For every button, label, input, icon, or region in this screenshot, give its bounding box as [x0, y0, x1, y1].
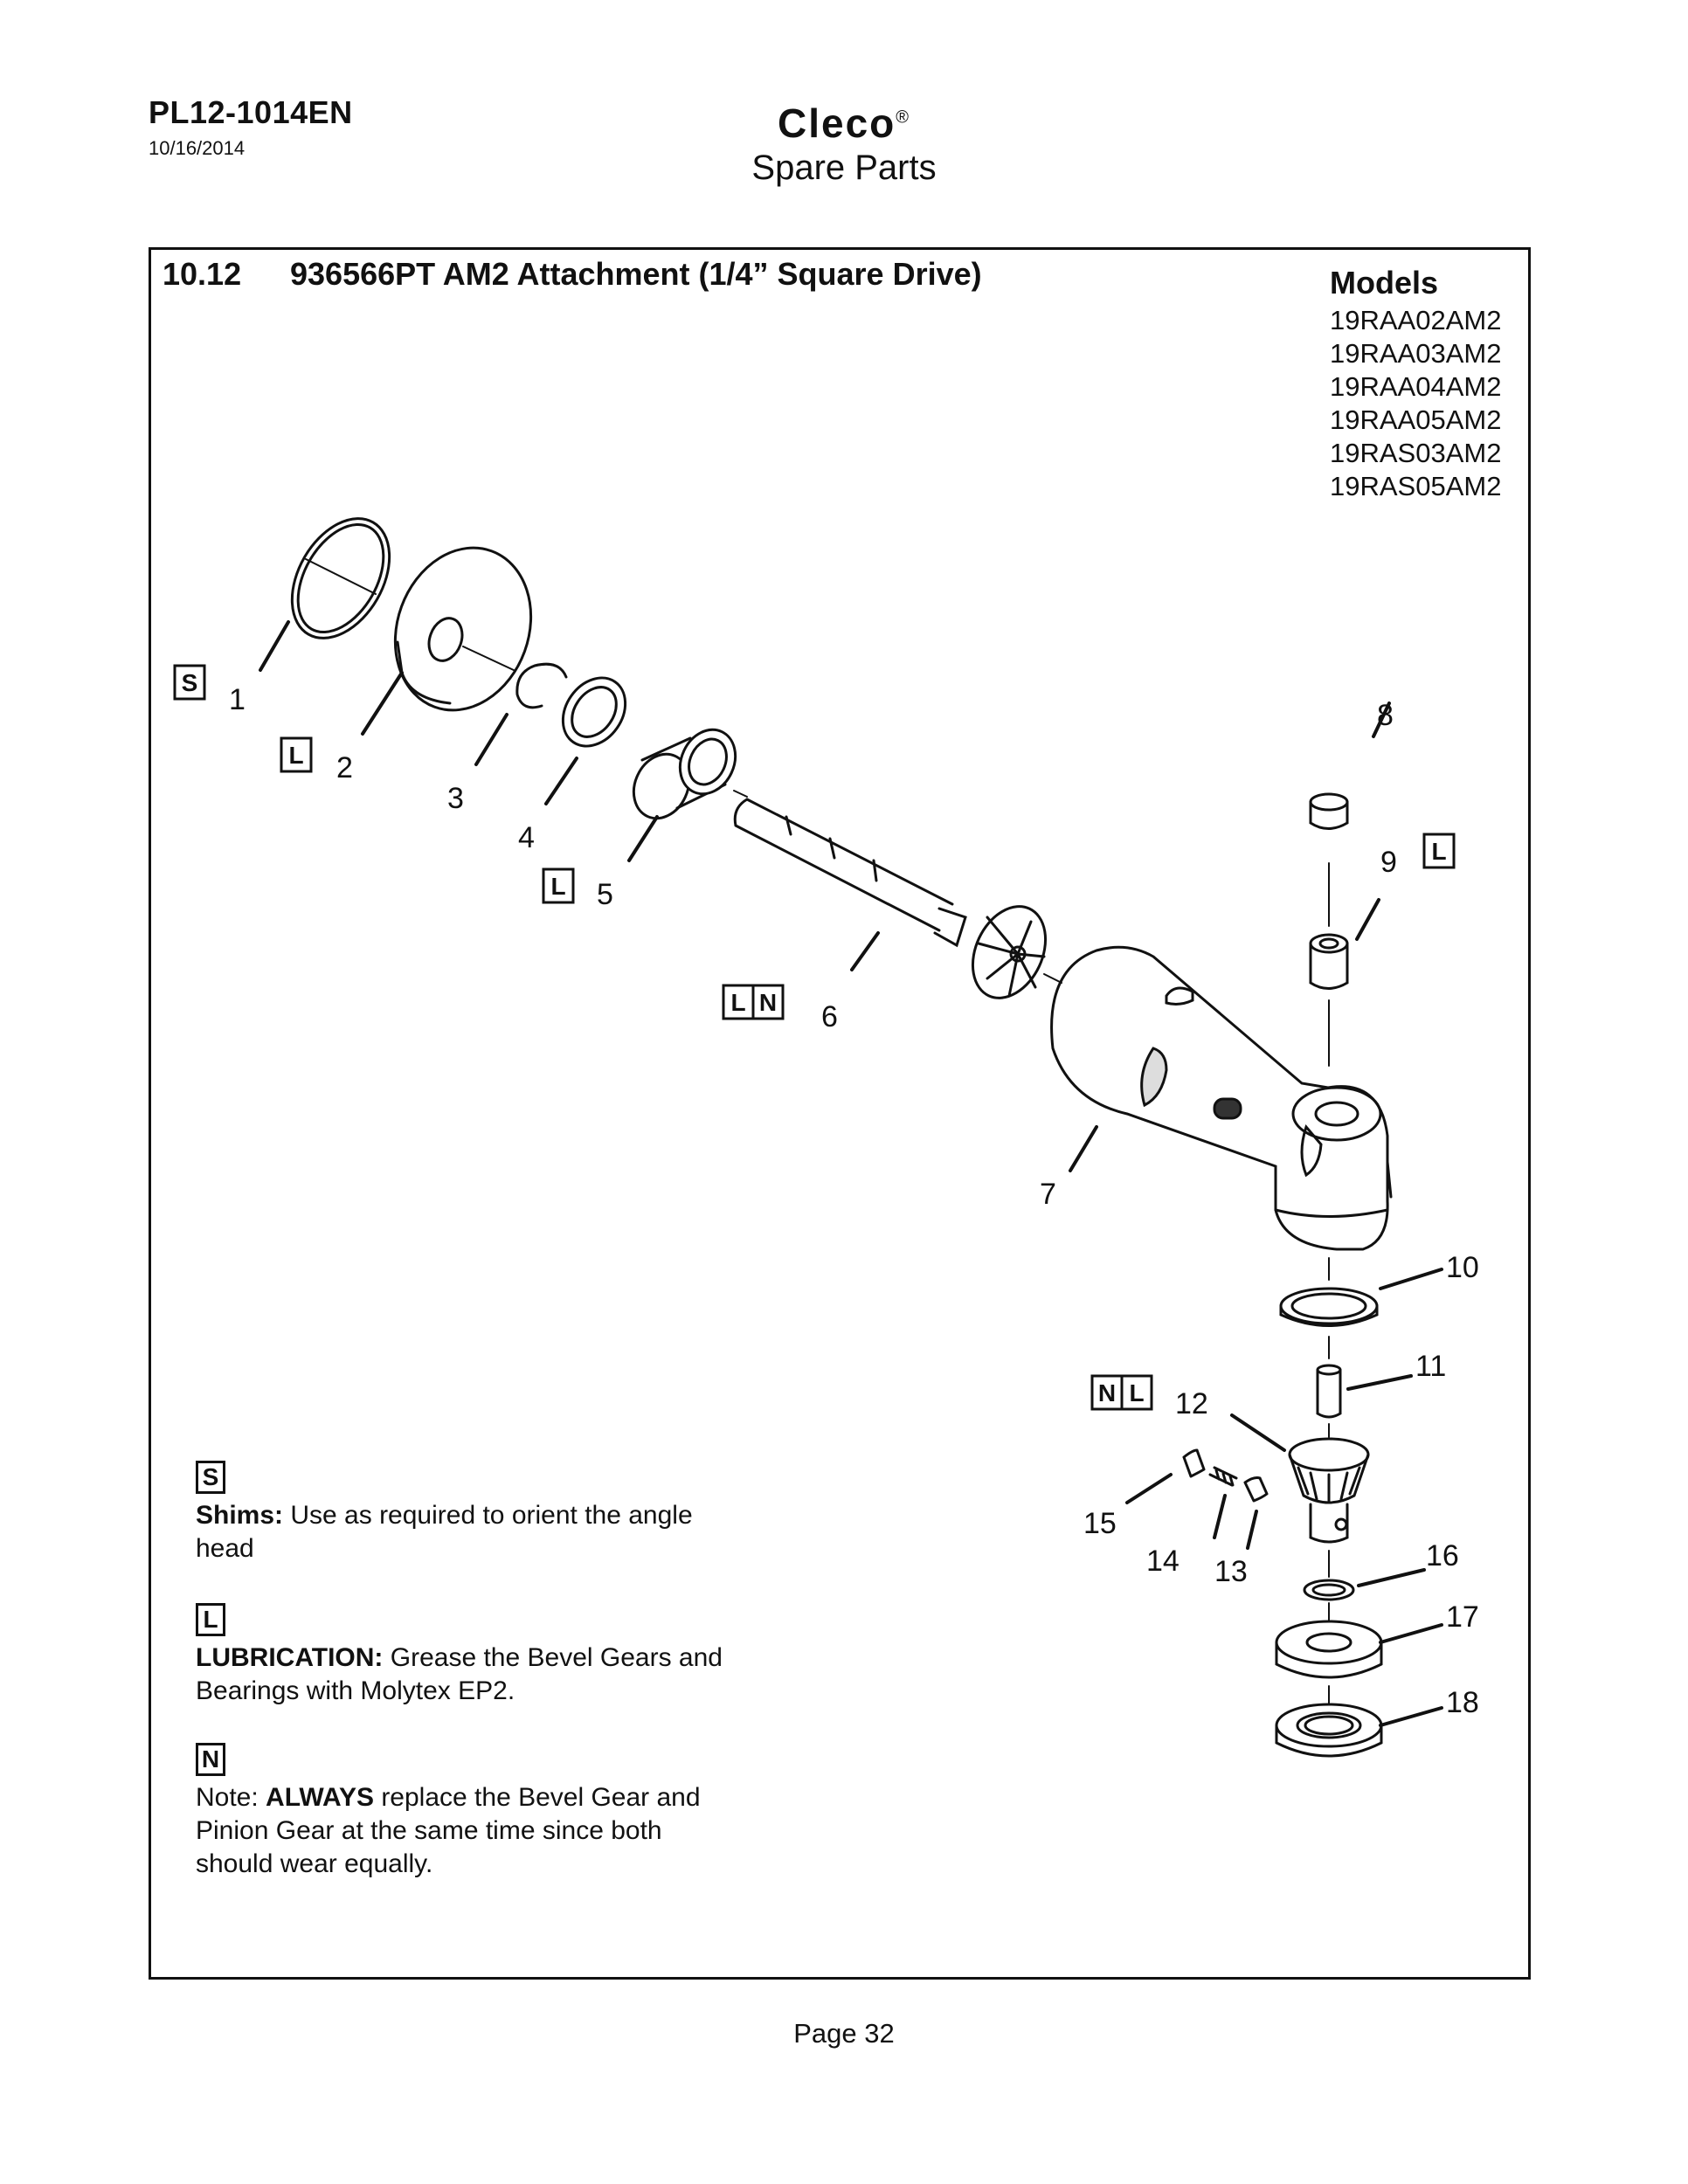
model-item: 19RAA03AM2 — [1330, 338, 1502, 369]
note-lubrication-body: Grease the Bevel Gears and Bearings with… — [196, 1643, 723, 1705]
callout-6: 6 — [821, 1000, 838, 1033]
doc-date: 10/16/2014 — [149, 137, 246, 159]
callout-13: 13 — [1214, 1555, 1248, 1588]
part-spindle-pinion — [733, 798, 1048, 999]
callout-12: 12 — [1175, 1387, 1208, 1420]
part-small-washer — [561, 676, 627, 748]
key-l: L — [196, 1603, 225, 1636]
part-needle-bearing — [632, 728, 737, 820]
callout-3: 3 — [447, 782, 464, 815]
callout-1: 1 — [229, 683, 246, 716]
svg-text:N: N — [759, 989, 777, 1016]
part-detent-set — [1182, 1448, 1269, 1503]
callout-15: 15 — [1083, 1507, 1117, 1540]
note-shims: S Shims: Use as required to orient the a… — [196, 1461, 737, 1565]
model-item: 19RAS05AM2 — [1330, 471, 1502, 501]
svg-text:L: L — [550, 873, 565, 900]
model-item: 19RAA02AM2 — [1330, 305, 1502, 335]
key-box-l-part-6: L — [722, 984, 755, 1020]
doc-id: PL12-1014EN — [149, 94, 353, 130]
callout-11: 11 — [1415, 1350, 1446, 1383]
note-always-text: Note: ALWAYS replace the Bevel Gear and … — [196, 1781, 737, 1881]
model-item: 19RAA04AM2 — [1330, 371, 1502, 402]
registered-mark: ® — [896, 107, 910, 128]
part-bushing — [1309, 933, 1349, 990]
note-shims-body: Use as required to orient the angle head — [196, 1501, 693, 1563]
page-number: Page 32 — [793, 2018, 895, 2049]
callout-10: 10 — [1446, 1251, 1479, 1284]
content-frame — [149, 247, 1531, 1980]
svg-text:L: L — [1129, 1379, 1144, 1406]
key-box-s-part-1: S — [173, 664, 206, 701]
callout-18: 18 — [1446, 1686, 1479, 1719]
section-title: 936566PT AM2 Attachment (1/4” Square Dri… — [290, 256, 982, 292]
key-box-l-part-12: L — [1120, 1374, 1153, 1411]
key-box-l-part-9: L — [1422, 833, 1456, 869]
part-retaining-ring — [515, 662, 568, 709]
svg-text:L: L — [1431, 838, 1446, 865]
note-lubrication-label: LUBRICATION: — [196, 1643, 384, 1672]
models-list: 19RAA02AM2 19RAA03AM2 19RAA04AM2 19RAA05… — [1330, 304, 1501, 503]
svg-text:L: L — [288, 742, 303, 769]
callout-5: 5 — [597, 878, 613, 911]
callout-16: 16 — [1426, 1539, 1459, 1572]
callout-14: 14 — [1146, 1545, 1180, 1578]
key-box-l-part-2: L — [280, 736, 313, 773]
assembly-axis-lines — [305, 558, 1330, 1704]
note-always: N Note: ALWAYS replace the Bevel Gear an… — [196, 1743, 737, 1881]
svg-text:N: N — [1098, 1379, 1116, 1406]
note-shims-label: Shims: — [196, 1501, 284, 1530]
callout-2: 2 — [336, 751, 353, 784]
part-small-ring — [1303, 1579, 1355, 1601]
doc-subtitle: Spare Parts — [751, 149, 937, 187]
model-item: 19RAA05AM2 — [1330, 404, 1502, 435]
models-heading: Models — [1330, 265, 1439, 301]
part-pin — [1316, 1364, 1342, 1419]
callout-17: 17 — [1446, 1600, 1479, 1634]
section-number: 10.12 — [163, 256, 242, 292]
note-lubrication: L LUBRICATION: Grease the Bevel Gears an… — [196, 1603, 737, 1708]
part-bearing-race — [1275, 1620, 1383, 1679]
key-box-n-part-12: N — [1090, 1374, 1124, 1411]
key-n: N — [196, 1743, 225, 1776]
model-item: 19RAS03AM2 — [1330, 438, 1502, 468]
part-cap — [1309, 792, 1349, 830]
key-box-l-part-5: L — [542, 867, 575, 904]
callout-7: 7 — [1040, 1178, 1056, 1211]
key-s: S — [196, 1461, 225, 1494]
part-o-ring — [290, 517, 391, 639]
note-lubrication-text: LUBRICATION: Grease the Bevel Gears and … — [196, 1641, 737, 1708]
note-always-label: ALWAYS — [266, 1783, 374, 1812]
callout-9: 9 — [1380, 846, 1397, 879]
part-bevel-gear — [1288, 1437, 1370, 1544]
callout-8: 8 — [1377, 699, 1394, 732]
part-angle-head-housing — [1050, 945, 1393, 1251]
key-box-n-part-6: N — [751, 984, 785, 1020]
leader-lines — [259, 620, 1443, 1727]
part-washer — [393, 546, 533, 712]
svg-text:L: L — [730, 989, 745, 1016]
note-prefix: Note: — [196, 1783, 266, 1812]
part-seal — [1275, 1703, 1383, 1758]
brand-name: Cleco — [777, 100, 896, 146]
note-shims-text: Shims: Use as required to orient the ang… — [196, 1499, 737, 1565]
callout-4: 4 — [518, 821, 535, 854]
brand-logo: Cleco® — [0, 100, 1688, 147]
svg-text:S: S — [182, 669, 198, 696]
note-always-body: replace the Bevel Gear and Pinion Gear a… — [196, 1783, 701, 1878]
part-ring — [1279, 1287, 1379, 1327]
